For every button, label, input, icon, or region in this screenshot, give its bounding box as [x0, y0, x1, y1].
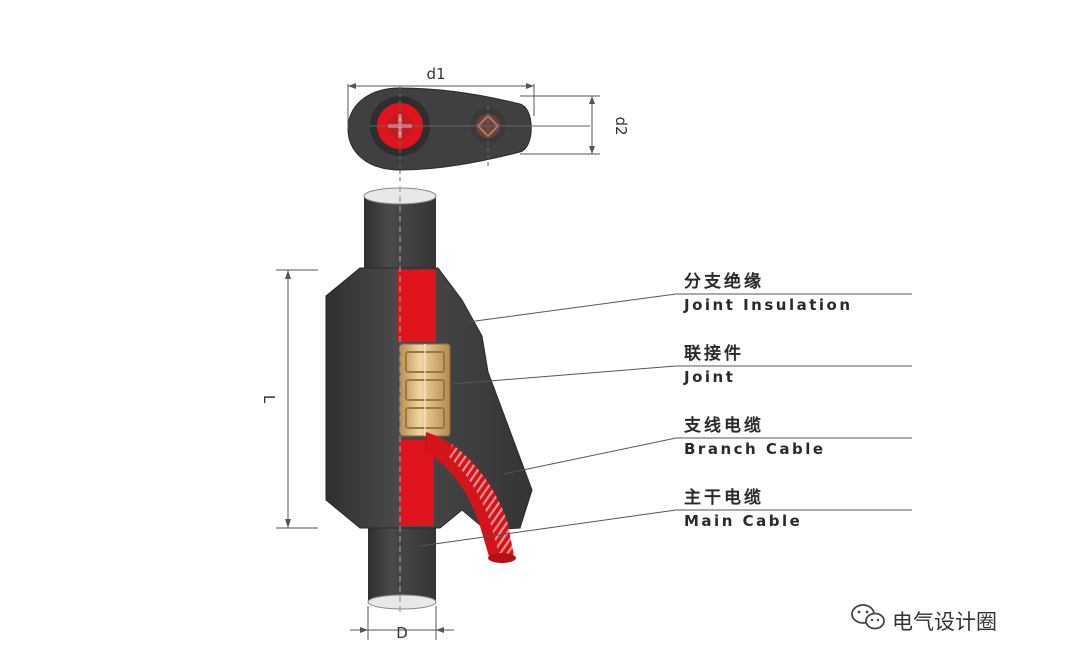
- diameter-dimension: D: [350, 606, 454, 642]
- label-main-cable-cn: 主干电缆: [684, 487, 764, 508]
- insulation-cutaway-upper: [398, 270, 436, 342]
- label-branch-cable-en: Branch Cable: [684, 440, 826, 458]
- watermark-text: 电气设计圈: [892, 610, 997, 634]
- label-joint-en: Joint: [683, 368, 735, 386]
- insulation-cutaway-lower: [400, 440, 434, 526]
- leader-joint: [451, 365, 912, 385]
- watermark: 电气设计圈: [851, 604, 997, 634]
- length-dimension: L: [260, 269, 318, 529]
- label-branch-cable-cn: 支线电缆: [684, 415, 764, 436]
- dimension-d1: d1: [426, 65, 445, 83]
- leader-branch-cable: [503, 437, 912, 475]
- callouts: 分支绝缘 Joint Insulation 联接件 Joint 支线电缆 Bra…: [419, 271, 912, 547]
- label-main-cable-en: Main Cable: [684, 512, 802, 530]
- cross-section-view: d1 d2: [347, 65, 630, 182]
- branch-cable-body: [424, 432, 514, 560]
- dimension-d: D: [396, 624, 408, 642]
- label-joint-insulation-cn: 分支绝缘: [684, 271, 764, 292]
- wechat-icon: [851, 604, 885, 630]
- leader-main-cable: [419, 509, 912, 547]
- label-joint-cn: 联接件: [684, 343, 744, 364]
- dimension-l: L: [260, 395, 278, 404]
- leader-joint-insulation: [467, 293, 912, 323]
- cable-assembly: [325, 186, 533, 612]
- label-joint-insulation-en: Joint Insulation: [683, 296, 853, 314]
- joint-connector: [399, 343, 451, 437]
- dimension-d2: d2: [612, 116, 630, 135]
